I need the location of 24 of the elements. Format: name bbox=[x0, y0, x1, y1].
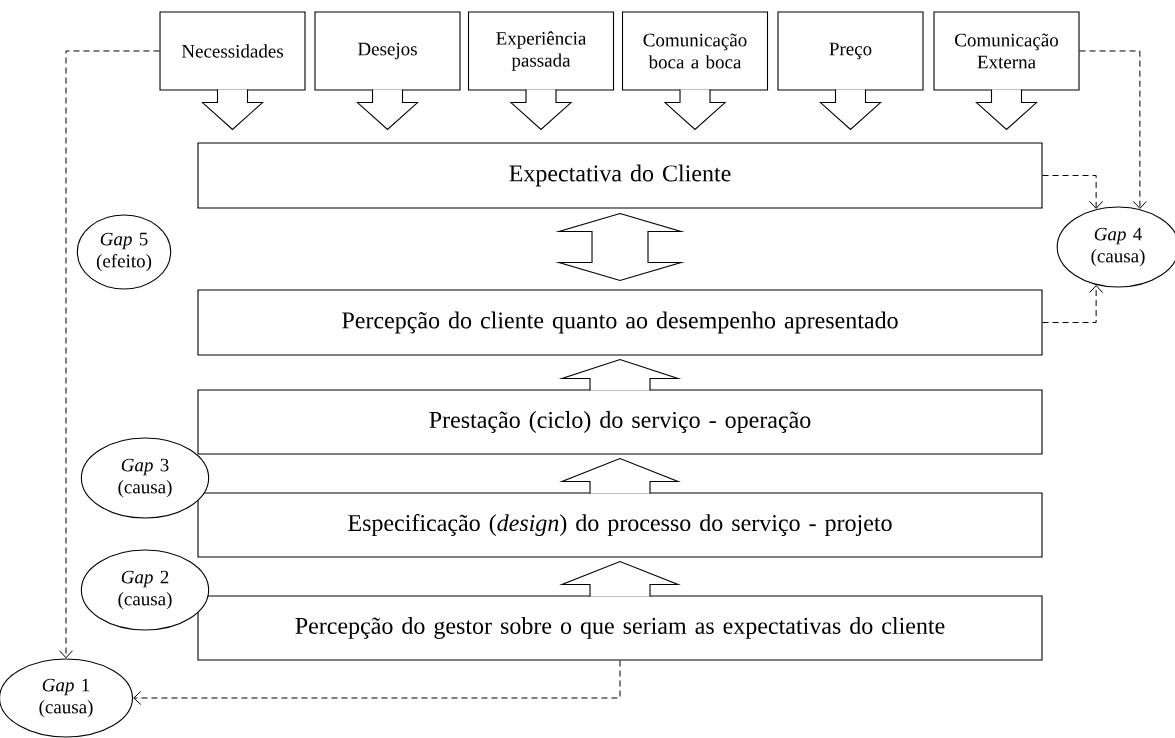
block-arrow bbox=[975, 89, 1038, 131]
block-arrow bbox=[559, 457, 681, 494]
process-box: Especificação (design) do processo do serviço - projeto bbox=[197, 492, 1043, 558]
dashed-arrow bbox=[1079, 50, 1147, 209]
dashed-arrow bbox=[1042, 175, 1104, 209]
block-arrow bbox=[559, 560, 681, 597]
block-arrow bbox=[356, 89, 419, 131]
callout-box: Comunicação Externa bbox=[933, 11, 1080, 91]
callout-box: Desejos bbox=[314, 11, 461, 91]
block-arrow bbox=[663, 89, 727, 131]
process-box: Prestação (ciclo) do serviço - operação bbox=[197, 389, 1043, 455]
callout-box: Experiência passada bbox=[467, 11, 615, 91]
block-arrow bbox=[201, 89, 264, 131]
block-arrow bbox=[819, 89, 882, 131]
process-box: Expectativa do Cliente bbox=[197, 142, 1043, 209]
block-arrow bbox=[509, 89, 573, 131]
process-box: Percepção do cliente quanto ao desempenho apresentado bbox=[197, 289, 1043, 356]
dashed-arrow bbox=[1042, 285, 1104, 323]
callout-box: Comunicação boca a boca bbox=[621, 11, 769, 91]
callout-box: Necessidades bbox=[159, 11, 306, 91]
block-arrow bbox=[558, 358, 682, 391]
dashed-arrow bbox=[59, 50, 160, 659]
callout-box: Preço bbox=[777, 11, 924, 91]
dashed-arrow bbox=[133, 660, 621, 705]
